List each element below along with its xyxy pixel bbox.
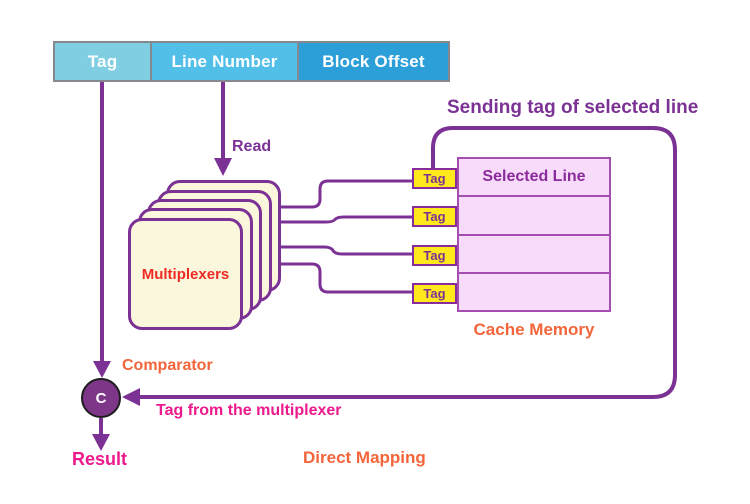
cache-row-selected: Selected Line	[459, 159, 609, 198]
tag-from-mux-arrowhead	[122, 388, 140, 406]
mux-panel-1	[128, 218, 243, 330]
comparator-circle: C	[81, 378, 121, 418]
sending-tag-label: Sending tag of selected line	[447, 97, 699, 118]
read-arrowhead	[214, 158, 232, 176]
cache-tag-box-2: Tag	[412, 206, 457, 227]
selected-line-label: Selected Line	[482, 168, 586, 186]
address-field-tag: Tag	[55, 43, 150, 80]
tag-arrowhead	[93, 361, 111, 378]
address-field-block-offset: Block Offset	[297, 43, 448, 80]
cache-row-3	[459, 236, 609, 274]
direct-mapping-title: Direct Mapping	[303, 448, 426, 467]
cache-tag-box-1: Tag	[412, 168, 457, 189]
cache-memory-label: Cache Memory	[473, 320, 595, 339]
comparator-label: Comparator	[122, 357, 213, 374]
cache-tag-box-3: Tag	[412, 245, 457, 266]
tag-from-multiplexer-label: Tag from the multiplexer	[156, 402, 342, 419]
address-register: Tag Line Number Block Offset	[53, 41, 450, 82]
cache-row-4	[459, 274, 609, 310]
multiplexers-label: Multiplexers	[141, 266, 230, 283]
cache-tag-box-4: Tag	[412, 283, 457, 304]
mux-connector-2	[275, 215, 412, 224]
result-label: Result	[72, 449, 128, 469]
mux-connector-1	[275, 179, 412, 209]
cache-row-2	[459, 197, 609, 236]
read-label: Read	[232, 138, 272, 155]
address-field-line-number: Line Number	[150, 43, 297, 80]
mux-connector-4	[275, 262, 412, 294]
result-arrowhead	[92, 434, 110, 451]
cache-memory-box: Selected Line	[457, 157, 611, 312]
sending-tag-return-path	[140, 126, 677, 399]
mux-connector-3	[275, 245, 412, 256]
